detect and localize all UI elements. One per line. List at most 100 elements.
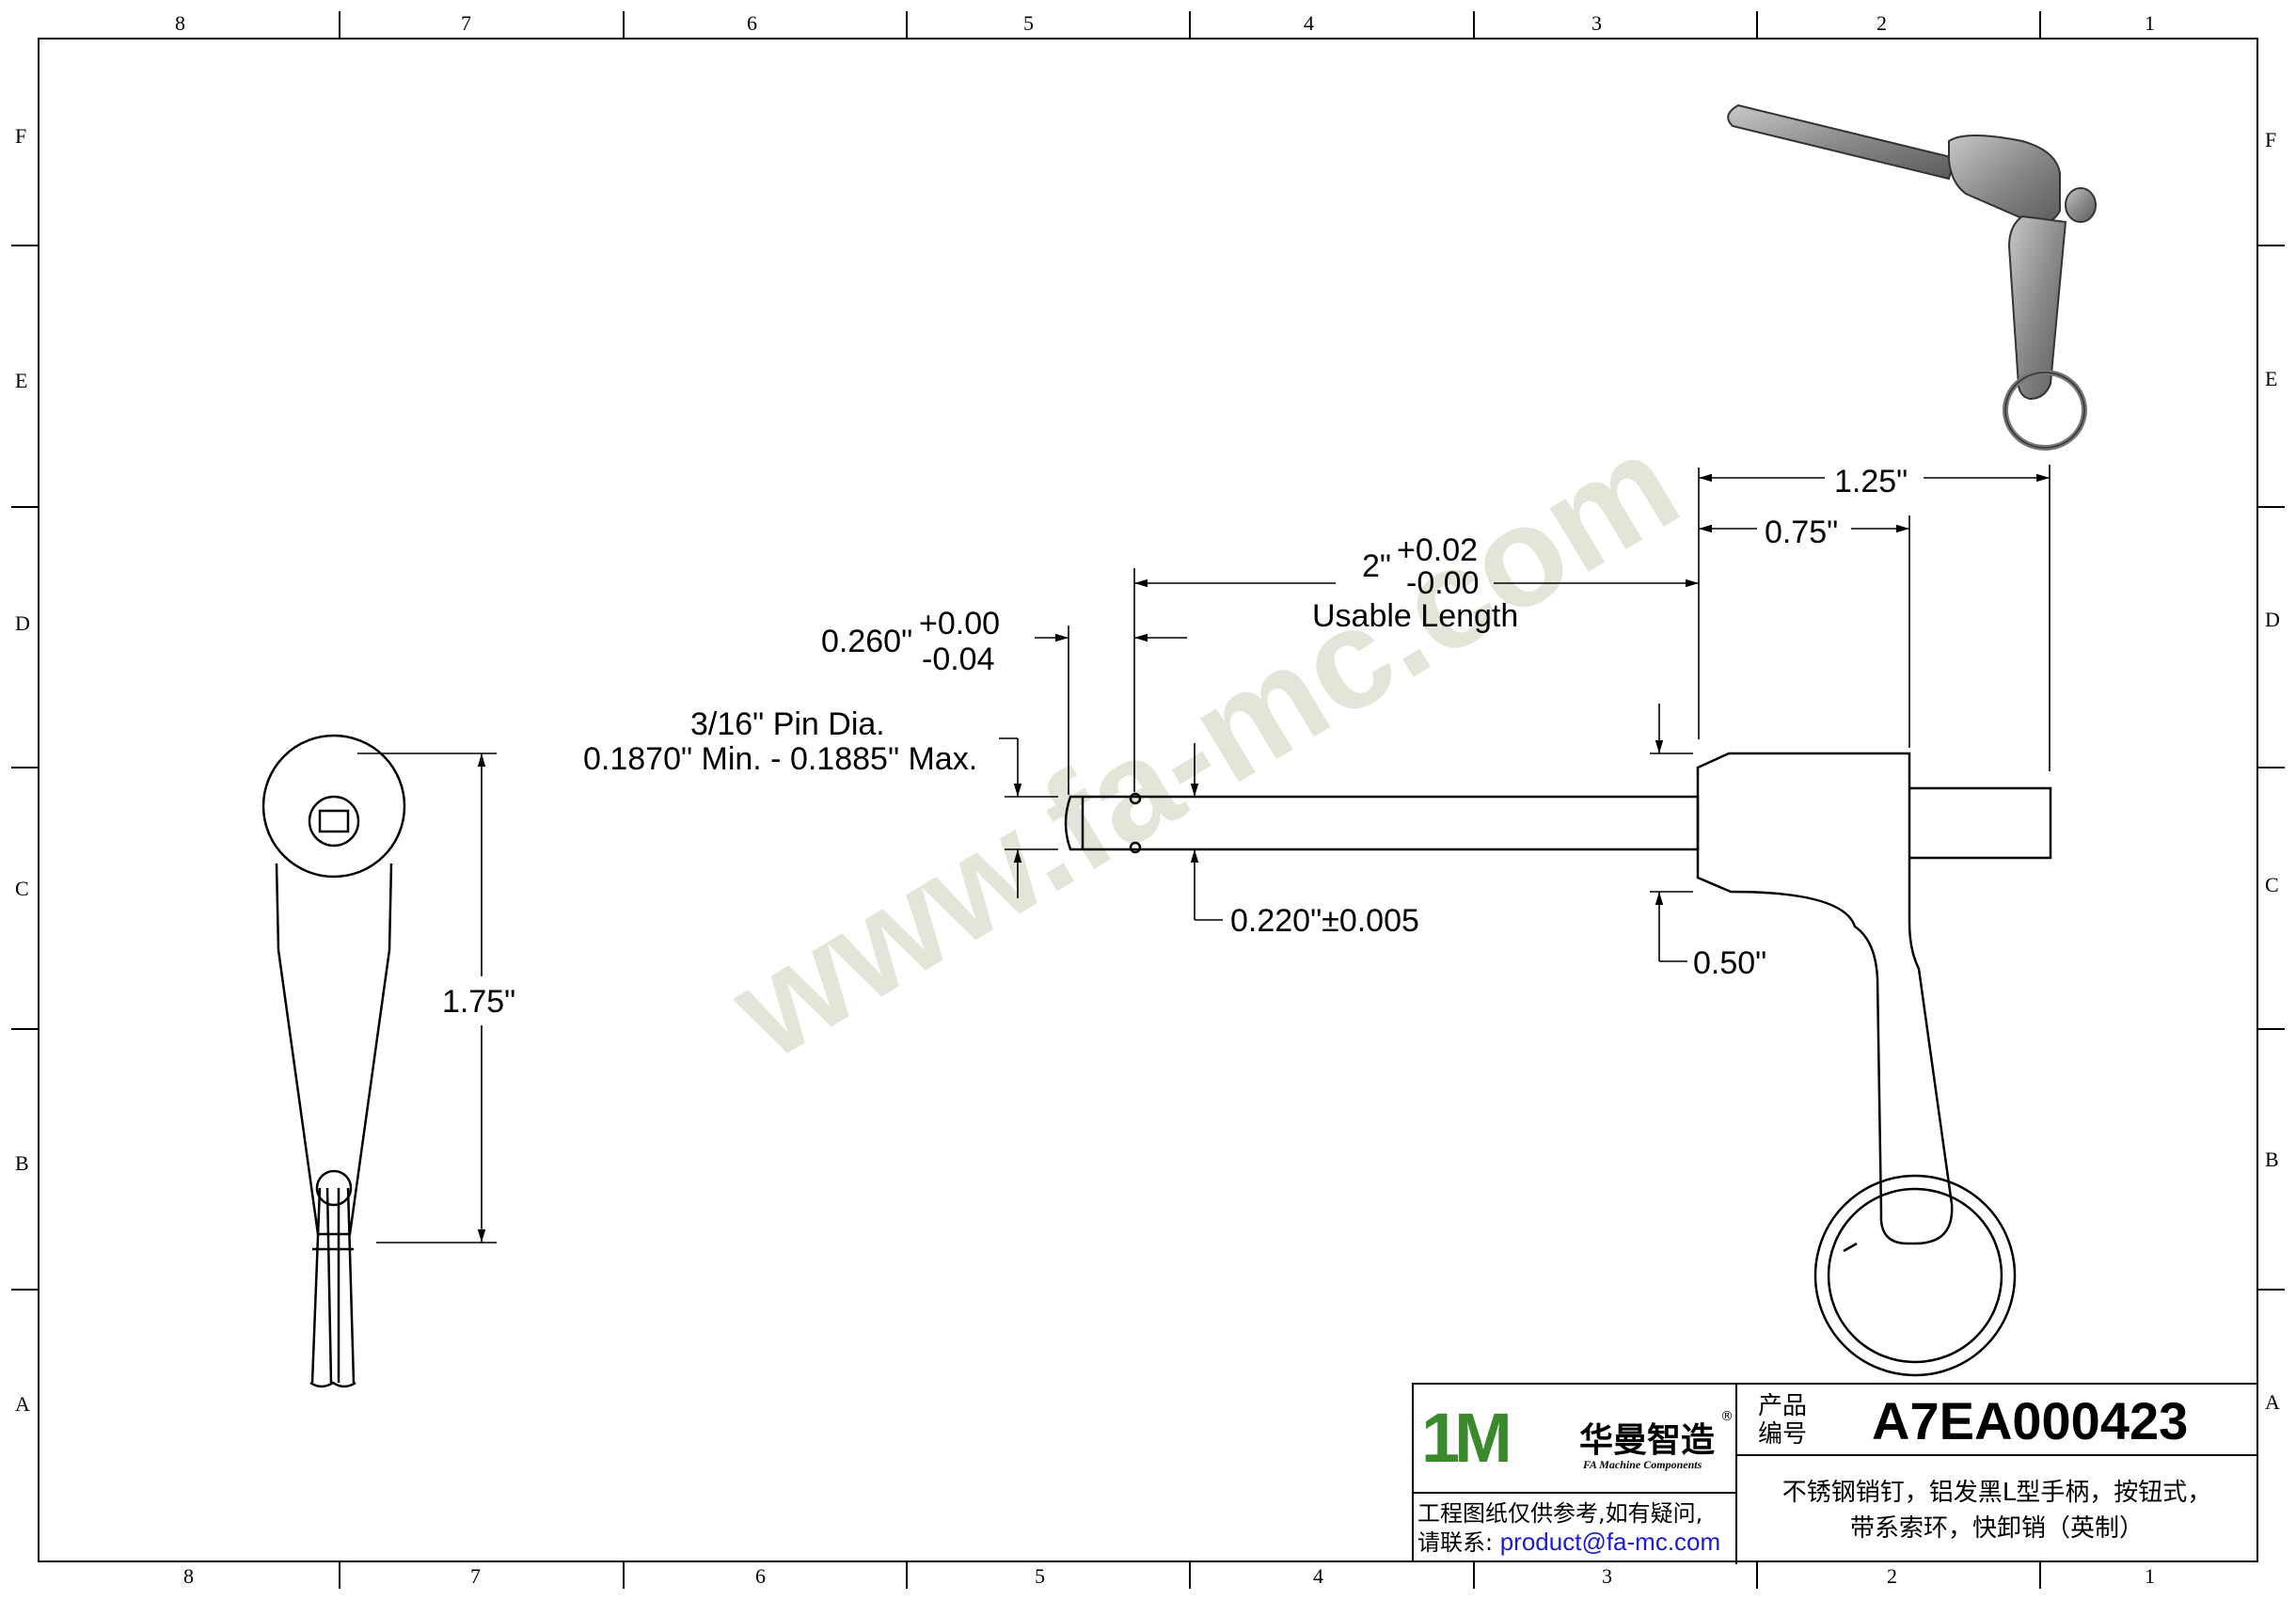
side-view-handle	[275, 863, 393, 1236]
zone-row-label: C	[15, 877, 29, 900]
zone-tick	[2258, 506, 2285, 508]
dim-handle-total-text: 1.25"	[1834, 464, 1908, 499]
iso-head	[1948, 135, 2061, 228]
zone-row-label: D	[15, 611, 30, 635]
zone-tick	[2258, 767, 2285, 768]
drawing-note-line1: 工程图纸仅供参考,如有疑问,	[1417, 1500, 1703, 1527]
zone-col-label: 3	[1591, 11, 1602, 35]
zone-tick	[2258, 1028, 2285, 1030]
side-view-ring-hole	[315, 1169, 353, 1207]
title-block-note-cell: 工程图纸仅供参考,如有疑问, 请联系: product@fa-mc.com	[1414, 1494, 1737, 1564]
zone-tick	[623, 1562, 625, 1589]
isometric-view	[1727, 103, 2097, 451]
zone-tick	[11, 1289, 38, 1291]
zone-tick	[2039, 1562, 2041, 1589]
zone-tick	[1473, 1562, 1475, 1589]
zone-row-label: B	[2265, 1148, 2279, 1171]
zone-row-label: A	[15, 1392, 30, 1416]
zone-row-label: D	[2265, 608, 2280, 631]
dim-tip-tol-plus: +0.00	[919, 606, 1000, 642]
product-code-label-2: 编号	[1758, 1420, 1808, 1449]
zone-tick	[11, 767, 38, 768]
product-code: A7EA000423	[1872, 1391, 2189, 1450]
dim-usable-value: 2"	[1362, 548, 1391, 584]
inner-frame	[38, 38, 2258, 1562]
zone-tick	[339, 1562, 340, 1589]
zone-col-label: 3	[1602, 1564, 1612, 1588]
dim-pin-diameter	[999, 737, 1058, 898]
zone-col-label: 1	[2145, 11, 2155, 35]
zone-row-label: E	[2265, 367, 2278, 390]
zone-row-label: A	[2265, 1390, 2280, 1414]
side-view-button-outer	[308, 795, 360, 848]
zone-col-label: 2	[1876, 11, 1887, 35]
zone-tick	[906, 11, 908, 38]
zone-row-label: F	[2265, 128, 2277, 151]
iso-pin	[1727, 103, 1956, 181]
zone-tick	[1473, 11, 1475, 38]
lanyard-ring-outer	[1813, 1174, 2017, 1377]
pin-ball-top	[1129, 792, 1142, 805]
zone-tick	[906, 1562, 908, 1589]
company-brand-en: FA Machine Components	[1583, 1458, 1702, 1471]
push-button	[1909, 786, 2052, 860]
zone-tick	[2258, 245, 2285, 246]
zone-col-label: 5	[1035, 1564, 1045, 1588]
dim-pin-dia-line1: 3/16" Pin Dia.	[690, 706, 885, 742]
side-view-button-inner	[318, 809, 350, 833]
zone-col-label: 8	[183, 1564, 194, 1588]
zone-row-label: E	[15, 369, 28, 392]
zone-col-label: 8	[175, 11, 185, 35]
dim-tip-tol-minus: -0.04	[922, 642, 995, 677]
zone-tick	[1756, 11, 1758, 38]
dim-usable-label: Usable Length	[1312, 598, 1518, 634]
zone-tick	[1189, 1562, 1191, 1589]
title-block-desc-cell: 不锈钢销钉，铝发黑L型手柄，按钮式， 带系索环，快卸销（英制）	[1737, 1456, 2256, 1564]
dim-overall-length	[357, 752, 497, 1244]
drawing-note-contact-prefix: 请联系:	[1417, 1529, 1500, 1556]
pin-ball-bottom	[1129, 841, 1142, 854]
zone-tick	[2258, 1289, 2285, 1291]
zone-col-label: 7	[470, 1564, 481, 1588]
zone-col-label: 4	[1313, 1564, 1323, 1588]
dim-usable-length	[1134, 467, 1700, 739]
dim-handle-offset-text: 0.75"	[1765, 515, 1838, 550]
iso-ring-edge	[2004, 372, 2085, 449]
lanyard-ring-inner	[1827, 1187, 2003, 1364]
pin-shaft	[1064, 795, 1700, 851]
product-description-line1: 不锈钢销钉，铝发黑L型手柄，按钮式，	[1781, 1479, 2212, 1507]
iso-button	[2065, 187, 2097, 223]
product-description-line2: 带系索环，快卸销（英制）	[1849, 1514, 2144, 1543]
dim-tip	[1035, 568, 1187, 795]
zone-row-label: B	[15, 1151, 29, 1175]
dim-usable-tol-plus: +0.02	[1397, 532, 1478, 568]
ring-split	[1843, 1242, 1858, 1253]
zone-tick	[11, 506, 38, 508]
zone-col-label: 6	[755, 1564, 766, 1588]
zone-tick	[11, 1028, 38, 1030]
dim-handle-width-text: 0.50"	[1693, 945, 1766, 981]
zone-tick	[1189, 11, 1191, 38]
zone-col-label: 1	[2145, 1564, 2155, 1588]
handle-body	[1696, 752, 1954, 1245]
zone-col-label: 2	[1887, 1564, 1897, 1588]
zone-col-label: 5	[1023, 11, 1034, 35]
contact-email-link[interactable]: product@fa-mc.com	[1499, 1528, 1721, 1556]
side-view-lanyard-ring	[310, 1187, 356, 1384]
zone-tick	[623, 11, 625, 38]
dim-pin-dia-line2: 0.1870" Min. - 0.1885" Max.	[583, 741, 977, 777]
zone-col-label: 6	[747, 11, 757, 35]
registered-mark: ®	[1720, 1409, 1734, 1424]
zone-col-label: 4	[1304, 11, 1314, 35]
dim-handle-offsets	[1699, 465, 2051, 771]
dim-tip-value: 0.260"	[821, 624, 912, 659]
zone-tick	[11, 245, 38, 246]
side-view-head	[261, 734, 406, 879]
dim-handle-width	[1650, 704, 1693, 962]
iso-handle	[2007, 214, 2067, 401]
dim-usable-tol-minus: -0.00	[1406, 565, 1480, 601]
drawing-note-line2: 请联系: product@fa-mc.com	[1417, 1528, 1720, 1557]
product-code-label-1: 产品	[1758, 1392, 1808, 1420]
